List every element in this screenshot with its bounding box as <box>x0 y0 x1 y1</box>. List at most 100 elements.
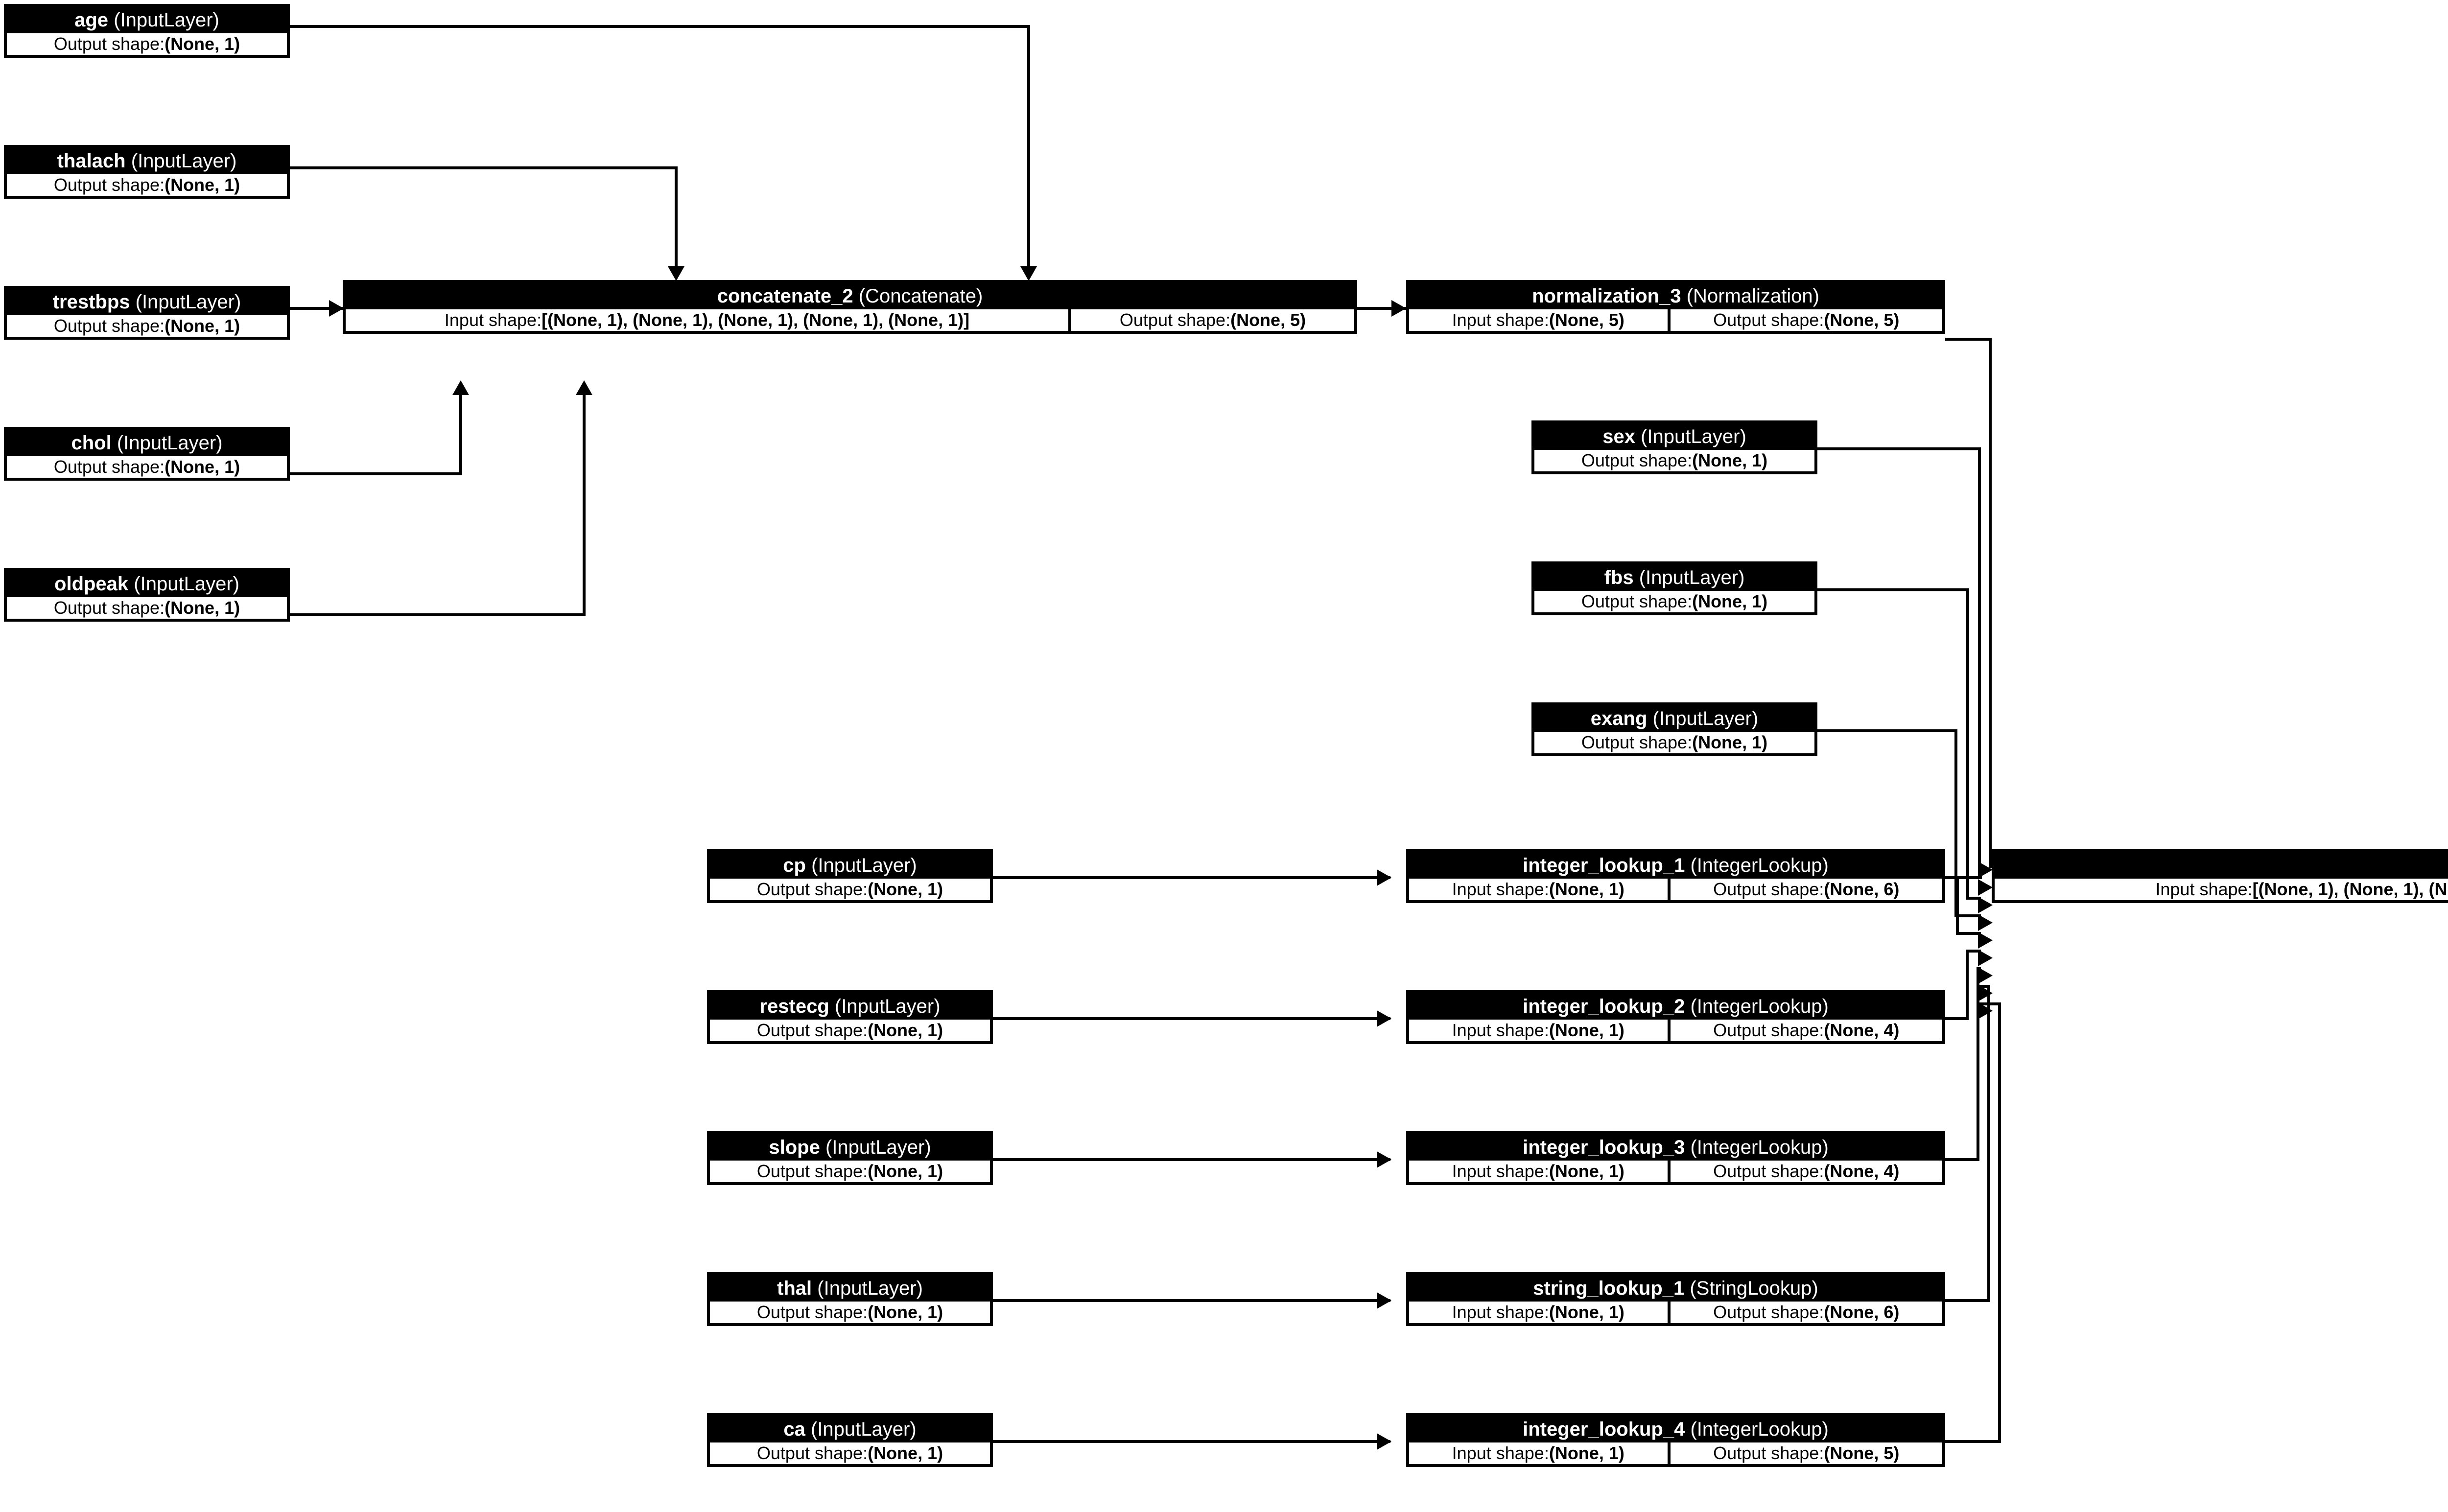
node-slope[interactable]: slope (InputLayer) Output shape: (None, … <box>707 1131 993 1185</box>
node-integer-lookup-4[interactable]: integer_lookup_4 (IntegerLookup) Input s… <box>1406 1413 1945 1467</box>
node-thal[interactable]: thal (InputLayer) Output shape: (None, 1… <box>707 1272 993 1326</box>
node-normalization-3[interactable]: normalization_3 (Normalization) Input sh… <box>1406 280 1945 334</box>
input-shape-prefix: Input shape: <box>444 310 542 330</box>
node-concatenate-2-output-cell: Output shape: (None, 5) <box>1071 309 1354 331</box>
node-thalach[interactable]: thalach (InputLayer) Output shape: (None… <box>4 145 290 199</box>
node-thal-title: thal (InputLayer) <box>710 1275 990 1302</box>
node-chol-class: (InputLayer) <box>117 432 223 454</box>
input-shape-prefix: Input shape: <box>1452 879 1549 899</box>
node-thal-class: (InputLayer) <box>817 1278 923 1299</box>
node-fbs-title: fbs (InputLayer) <box>1534 564 1814 591</box>
edge-cp-h <box>974 876 1390 879</box>
node-integer-lookup-4-body: Input shape: (None, 1) Output shape: (No… <box>1409 1442 1942 1464</box>
edge-age-v <box>1027 25 1030 270</box>
node-restecg-output-shape: (None, 1) <box>868 1020 943 1040</box>
output-shape-prefix: Output shape: <box>756 1302 868 1322</box>
node-chol-name: chol <box>71 432 112 454</box>
node-age-title: age (InputLayer) <box>7 7 287 33</box>
input-shape-prefix: Input shape: <box>1452 1020 1549 1040</box>
output-shape-prefix: Output shape: <box>1581 450 1693 470</box>
node-age[interactable]: age (InputLayer) Output shape: (None, 1) <box>4 4 290 58</box>
node-normalization-3-input-shape: (None, 5) <box>1549 310 1624 330</box>
node-trestbps-body: Output shape: (None, 1) <box>7 315 287 337</box>
node-concatenate-2[interactable]: concatenate_2 (Concatenate) Input shape:… <box>343 280 1357 334</box>
node-oldpeak-body: Output shape: (None, 1) <box>7 597 287 619</box>
edge-trestbps-arrow <box>329 300 344 317</box>
node-integer-lookup-2-class: (IntegerLookup) <box>1690 996 1829 1017</box>
node-integer-lookup-3-output-shape: (None, 4) <box>1824 1161 1900 1181</box>
output-shape-prefix: Output shape: <box>1119 310 1231 330</box>
edge-restecg-arrow <box>1377 1010 1391 1027</box>
node-ca-output-cell: Output shape: (None, 1) <box>710 1442 990 1464</box>
edge-sl1-arrow <box>1978 985 1993 1001</box>
node-sex[interactable]: sex (InputLayer) Output shape: (None, 1) <box>1531 420 1817 474</box>
node-string-lookup-1-input-shape: (None, 1) <box>1549 1302 1624 1322</box>
node-slope-output-shape: (None, 1) <box>868 1161 943 1181</box>
edge-norm3-v <box>1989 338 1992 868</box>
node-ca-body: Output shape: (None, 1) <box>710 1442 990 1464</box>
output-shape-prefix: Output shape: <box>53 316 165 336</box>
node-restecg[interactable]: restecg (InputLayer) Output shape: (None… <box>707 990 993 1044</box>
node-integer-lookup-3[interactable]: integer_lookup_3 (IntegerLookup) Input s… <box>1406 1131 1945 1185</box>
node-sex-class: (InputLayer) <box>1641 426 1746 447</box>
node-integer-lookup-1-input-shape: (None, 1) <box>1549 879 1624 899</box>
node-concatenate-3-input-cell: Input shape: [(None, 1), (None, 1), (Non… <box>1995 879 2448 900</box>
node-chol[interactable]: chol (InputLayer) Output shape: (None, 1… <box>4 427 290 481</box>
node-ca-output-shape: (None, 1) <box>868 1443 943 1463</box>
edge-il1-h2 <box>1956 932 1981 935</box>
node-fbs-name: fbs <box>1604 567 1634 588</box>
output-shape-prefix: Output shape: <box>756 1161 868 1181</box>
node-fbs[interactable]: fbs (InputLayer) Output shape: (None, 1) <box>1531 561 1817 615</box>
node-slope-body: Output shape: (None, 1) <box>710 1161 990 1182</box>
node-fbs-output-cell: Output shape: (None, 1) <box>1534 591 1814 612</box>
node-oldpeak[interactable]: oldpeak (InputLayer) Output shape: (None… <box>4 568 290 622</box>
output-shape-prefix: Output shape: <box>1713 1161 1824 1181</box>
edge-age-h <box>290 25 1030 28</box>
node-normalization-3-input-cell: Input shape: (None, 5) <box>1409 309 1668 331</box>
node-integer-lookup-4-input-shape: (None, 1) <box>1549 1443 1624 1463</box>
node-sex-body: Output shape: (None, 1) <box>1534 450 1814 471</box>
edge-age-arrow <box>1020 266 1037 281</box>
node-thal-output-cell: Output shape: (None, 1) <box>710 1302 990 1323</box>
node-integer-lookup-1-class: (IntegerLookup) <box>1690 855 1829 876</box>
input-shape-prefix: Input shape: <box>1452 1443 1549 1463</box>
edge-fbs-h2 <box>1966 897 1981 900</box>
node-string-lookup-1[interactable]: string_lookup_1 (StringLookup) Input sha… <box>1406 1272 1945 1326</box>
node-thalach-output-shape: (None, 1) <box>165 175 240 195</box>
node-normalization-3-title: normalization_3 (Normalization) <box>1409 283 1942 309</box>
node-sex-title: sex (InputLayer) <box>1534 423 1814 450</box>
node-chol-title: chol (InputLayer) <box>7 430 287 456</box>
node-cp-output-cell: Output shape: (None, 1) <box>710 879 990 900</box>
node-restecg-title: restecg (InputLayer) <box>710 993 990 1020</box>
node-integer-lookup-3-name: integer_lookup_3 <box>1523 1137 1685 1158</box>
node-normalization-3-output-shape: (None, 5) <box>1824 310 1900 330</box>
node-trestbps[interactable]: trestbps (InputLayer) Output shape: (Non… <box>4 286 290 340</box>
node-concatenate-2-body: Input shape: [(None, 1), (None, 1), (Non… <box>346 309 1354 331</box>
node-integer-lookup-4-name: integer_lookup_4 <box>1523 1419 1685 1440</box>
edge-ca-h <box>974 1440 1390 1443</box>
node-ca-name: ca <box>783 1419 805 1440</box>
edge-slope-h <box>974 1158 1390 1161</box>
node-concatenate-3[interactable]: concatenate_3 (Concatenate) Input shape:… <box>1992 849 2448 903</box>
node-exang[interactable]: exang (InputLayer) Output shape: (None, … <box>1531 702 1817 756</box>
node-concatenate-2-title: concatenate_2 (Concatenate) <box>346 283 1354 309</box>
node-cp-name: cp <box>783 855 806 876</box>
node-cp-title: cp (InputLayer) <box>710 852 990 879</box>
node-restecg-body: Output shape: (None, 1) <box>710 1020 990 1041</box>
edge-il4-h <box>1945 1440 2001 1443</box>
node-ca[interactable]: ca (InputLayer) Output shape: (None, 1) <box>707 1413 993 1467</box>
node-integer-lookup-2[interactable]: integer_lookup_2 (IntegerLookup) Input s… <box>1406 990 1945 1044</box>
edge-il3-h <box>1945 1158 1979 1161</box>
node-fbs-output-shape: (None, 1) <box>1692 591 1768 611</box>
edge-oldpeak-arrow <box>576 380 592 395</box>
edge-il3-v <box>1977 967 1979 1161</box>
node-exang-title: exang (InputLayer) <box>1534 705 1814 732</box>
node-thal-output-shape: (None, 1) <box>868 1302 943 1322</box>
node-trestbps-output-shape: (None, 1) <box>165 316 240 336</box>
node-concatenate-2-output-shape: (None, 5) <box>1230 310 1306 330</box>
node-cp[interactable]: cp (InputLayer) Output shape: (None, 1) <box>707 849 993 903</box>
edge-il1-h <box>1945 876 1982 879</box>
node-integer-lookup-1[interactable]: integer_lookup_1 (IntegerLookup) Input s… <box>1406 849 1945 903</box>
node-chol-output-shape: (None, 1) <box>165 457 240 477</box>
